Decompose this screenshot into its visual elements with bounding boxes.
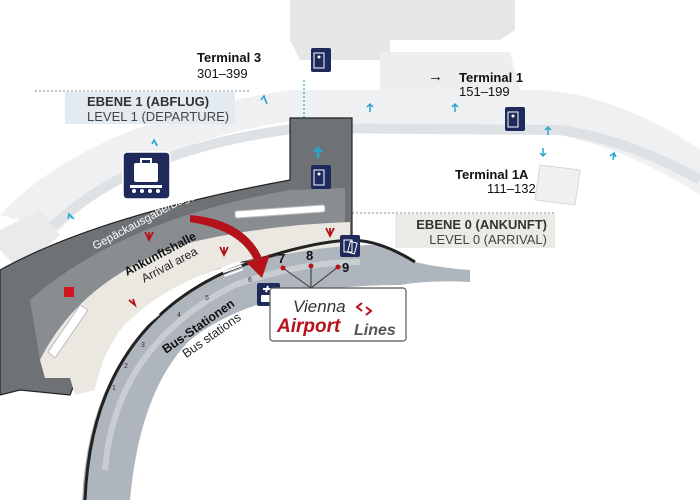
ticket-icon xyxy=(340,235,360,257)
terminal1a-gates: 111–132 xyxy=(487,181,536,196)
baggage-claim-icon xyxy=(122,151,171,200)
logo-airport: Airport xyxy=(276,316,341,337)
logo-lines: Lines xyxy=(354,322,396,339)
level0-label-en: LEVEL 0 (ARRIVAL) xyxy=(429,232,547,247)
elevator-icon xyxy=(505,107,525,131)
level0-label-de: EBENE 0 (ANKUNFT) xyxy=(416,217,547,232)
level1-label-de: EBENE 1 (ABFLUG) xyxy=(87,94,209,109)
terminal3-gates: 301–399 xyxy=(197,66,248,81)
bus-stop-3: 3 xyxy=(141,342,145,349)
bus-stop-9: 9 xyxy=(342,260,349,275)
walk-arrows xyxy=(67,94,617,220)
elevator-icon xyxy=(311,48,331,72)
bus-stop-8: 8 xyxy=(306,248,313,263)
level1-label-bg xyxy=(65,92,235,124)
vienna-airport-lines-logo xyxy=(269,287,407,342)
terminal3-name: Terminal 3 xyxy=(197,50,261,65)
elevator-icon xyxy=(311,165,331,189)
level1-label-en: LEVEL 1 (DEPARTURE) xyxy=(87,109,229,124)
logo-vienna: Vienna xyxy=(293,297,346,316)
terminal1-gates: 151–199 xyxy=(459,84,510,99)
bus-stop-1: 1 xyxy=(112,385,116,392)
direction-arrow xyxy=(190,215,270,278)
logo-chevrons-icon xyxy=(355,302,373,316)
arrival-hall-label: Ankunftshalle Arrival area xyxy=(122,229,200,285)
level0-label-bg xyxy=(395,214,555,248)
bus-stations-label: Bus-Stationen Bus stations xyxy=(160,296,244,360)
bus-stop-5: 5 xyxy=(205,295,209,302)
bus-stop-4: 4 xyxy=(177,312,181,319)
bus-stop-2: 2 xyxy=(124,363,128,370)
terminal1-name: Terminal 1 xyxy=(459,70,523,85)
arrival-level-building xyxy=(0,117,353,396)
red-marker xyxy=(64,287,74,297)
terminal1a-name: Terminal 1A xyxy=(455,167,529,182)
stop-connectors xyxy=(280,263,341,289)
small-bus-stop-numbers: 1 2 3 4 5 6 xyxy=(112,277,252,392)
bus-stop-6: 6 xyxy=(248,277,252,284)
bus-stop-7: 7 xyxy=(278,251,285,266)
entrance-arrows xyxy=(128,227,335,308)
terminal1-arrow: → xyxy=(428,68,443,85)
